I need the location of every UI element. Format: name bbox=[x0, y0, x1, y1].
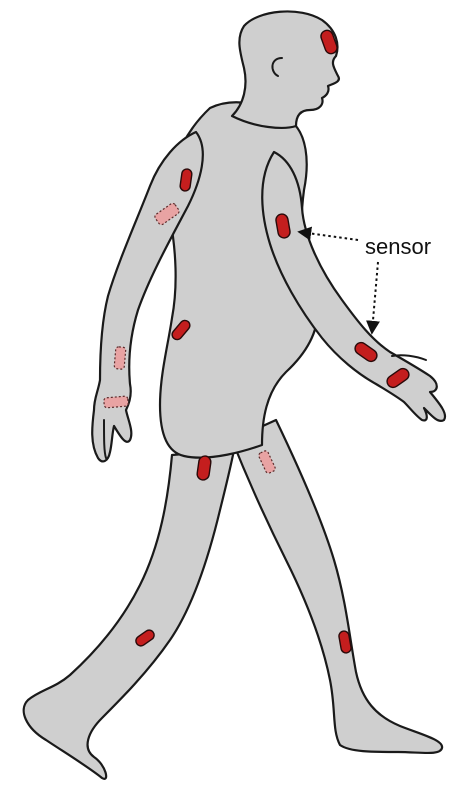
front-arm bbox=[262, 152, 445, 421]
sensor-back-wrist-hidden bbox=[114, 347, 126, 370]
sensor-back-hand-hidden bbox=[104, 396, 129, 408]
head bbox=[232, 11, 339, 127]
back-leg bbox=[24, 450, 234, 779]
front-leg bbox=[232, 420, 442, 753]
arrow-to-forearm bbox=[372, 262, 378, 332]
sensor-label: sensor bbox=[365, 234, 431, 259]
